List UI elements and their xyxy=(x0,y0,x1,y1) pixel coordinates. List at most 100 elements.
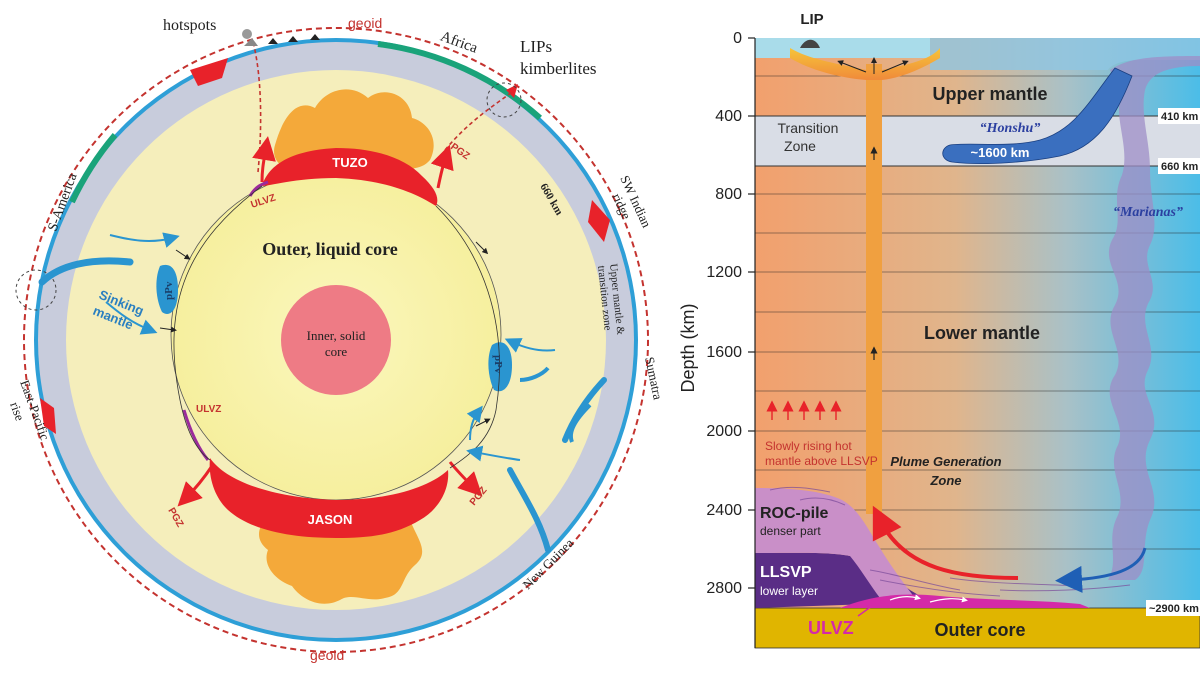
tag-410-bg xyxy=(1158,108,1200,124)
pgz-arrow-top xyxy=(252,136,276,183)
subduction-highlight-circle xyxy=(15,269,57,311)
label-geoid-top: geoid xyxy=(348,15,382,31)
pgz-arrow-bottom-right xyxy=(448,461,483,497)
y-axis-ticks xyxy=(748,37,755,589)
label-tuzo: TUZO xyxy=(332,155,367,170)
flow-arrow-3 xyxy=(504,338,556,353)
label-ulvz-left: ULVZ xyxy=(196,404,221,415)
hotspot-plume-blob xyxy=(242,29,252,39)
ulvz-swirl-1 xyxy=(889,594,921,601)
thickness-arrow-1 xyxy=(175,249,191,260)
label-plume-gen-2: Zone xyxy=(929,473,961,488)
plume-head xyxy=(790,48,940,80)
ppv-lens-right xyxy=(488,342,512,392)
label-outer-core: Outer, liquid core xyxy=(262,239,398,259)
tick-label-800: 800 xyxy=(715,186,742,203)
label-plume-gen-1: Plume Generation xyxy=(890,454,1001,469)
label-sumatra: Sumatra xyxy=(642,356,666,402)
jason-plume xyxy=(259,520,423,604)
label-slowly-2: mantle above LLSVP xyxy=(765,454,878,468)
slab-fragment-2 xyxy=(519,366,550,382)
jason-llsvp xyxy=(209,458,449,538)
tag-660-bg xyxy=(1158,158,1200,174)
label-transition-2: Zone xyxy=(784,138,816,154)
slab-sumatra xyxy=(562,377,607,443)
label-lower-mantle: Lower mantle xyxy=(924,323,1040,343)
flow-arrow-5 xyxy=(466,405,483,441)
flow-arrow-1 xyxy=(109,232,180,248)
label-kimberlites: kimberlites xyxy=(520,59,596,78)
honshu-slab xyxy=(942,67,1133,165)
lip-highlight-circle xyxy=(486,82,522,118)
geoid-outline xyxy=(23,27,649,653)
slab-s-america xyxy=(38,257,134,286)
label-slowly-1: Slowly rising hot xyxy=(765,439,852,453)
thickness-arrow-4 xyxy=(475,418,491,427)
tag-2900-bg xyxy=(1146,600,1200,616)
label-outer-core-bar: Outer core xyxy=(934,620,1025,640)
label-ulvz: ULVZ xyxy=(808,618,854,638)
slab-new-guinea xyxy=(507,467,551,553)
label-honshu-length: ~1600 km xyxy=(971,145,1030,160)
label-marianas: “Marianas” xyxy=(1113,205,1183,220)
basal-flow-arrow-red xyxy=(872,505,1019,580)
label-inner-core-1: Inner, solid xyxy=(307,328,366,343)
flow-arrow-4 xyxy=(466,445,521,462)
thickness-arrow-3 xyxy=(475,241,489,255)
ridge-top-left xyxy=(190,58,228,86)
marianas-slab xyxy=(1108,56,1200,580)
label-roc-sub: denser part xyxy=(760,524,821,538)
continent-s-america xyxy=(69,133,118,204)
thickness-arrow-2 xyxy=(159,326,177,333)
label-ppv-right: pPv xyxy=(492,355,504,374)
plume-head-arrow-1 xyxy=(837,60,867,73)
hotspot-volcano xyxy=(244,38,258,46)
tick-label-1600: 1600 xyxy=(706,344,742,361)
label-lip: LIP xyxy=(800,11,823,28)
lithosphere-right xyxy=(930,38,1200,70)
pgz-arrow-bottom-left xyxy=(177,465,214,507)
label-transition-1: Transition xyxy=(778,120,839,136)
label-upper-mantle: Upper mantle xyxy=(932,84,1047,104)
tick-label-400: 400 xyxy=(715,108,742,125)
cross-section: 0 400 800 1200 1600 2000 2400 2800 Depth… xyxy=(678,11,1200,649)
label-geoid-bottom: geoid xyxy=(310,647,344,663)
outer-core-bar xyxy=(754,607,1200,649)
y-axis-label: Depth (km) xyxy=(678,303,698,392)
ppv-lens-left xyxy=(156,264,178,314)
tick-label-0: 0 xyxy=(733,30,742,47)
slab-fragment-1 xyxy=(569,403,592,443)
plume-head-arrow-3 xyxy=(881,60,909,73)
label-llsvp-sub: lower layer xyxy=(760,584,818,598)
flow-arrow-2 xyxy=(105,301,158,335)
continent-africa xyxy=(377,41,542,121)
label-rise: rise xyxy=(7,400,28,423)
lithosphere xyxy=(755,38,930,58)
core-wrap-line-left xyxy=(173,185,263,461)
label-2900km: ~2900 km xyxy=(1149,603,1199,615)
label-ppv-left: pPv xyxy=(163,281,175,300)
label-honshu: “Honshu” xyxy=(980,121,1041,136)
basal-flow-arrow-blue xyxy=(1055,547,1147,593)
label-hotspots: hotspots xyxy=(163,17,216,34)
pgz-arrow-top-right xyxy=(430,144,454,189)
label-inner-core-2: core xyxy=(325,344,348,359)
ridge-sw-indian xyxy=(588,200,610,242)
hotspot-mark-2 xyxy=(288,36,298,42)
label-jason: JASON xyxy=(308,512,353,527)
ulvz-pointer xyxy=(857,605,873,617)
rising-arrows xyxy=(766,400,842,420)
tick-label-1200: 1200 xyxy=(706,264,742,281)
tick-label-2800: 2800 xyxy=(706,580,742,597)
inner-core xyxy=(281,285,391,395)
plume-conduit xyxy=(866,64,882,514)
plume-conduit-right xyxy=(444,91,513,151)
y-axis-tick-labels: 0 400 800 1200 1600 2000 2400 2800 xyxy=(706,30,742,597)
label-lips: LIPs xyxy=(520,37,552,56)
tuzo-llsvp xyxy=(262,148,438,206)
hotspot-mark-3 xyxy=(310,34,320,40)
label-roc-title: ROC-pile xyxy=(760,505,829,522)
label-llsvp-title: LLSVP xyxy=(760,564,812,581)
hotspot-mark-1 xyxy=(268,38,278,44)
earth-section: hotspots geoid geoid Africa LIPs kimberl… xyxy=(7,15,666,663)
